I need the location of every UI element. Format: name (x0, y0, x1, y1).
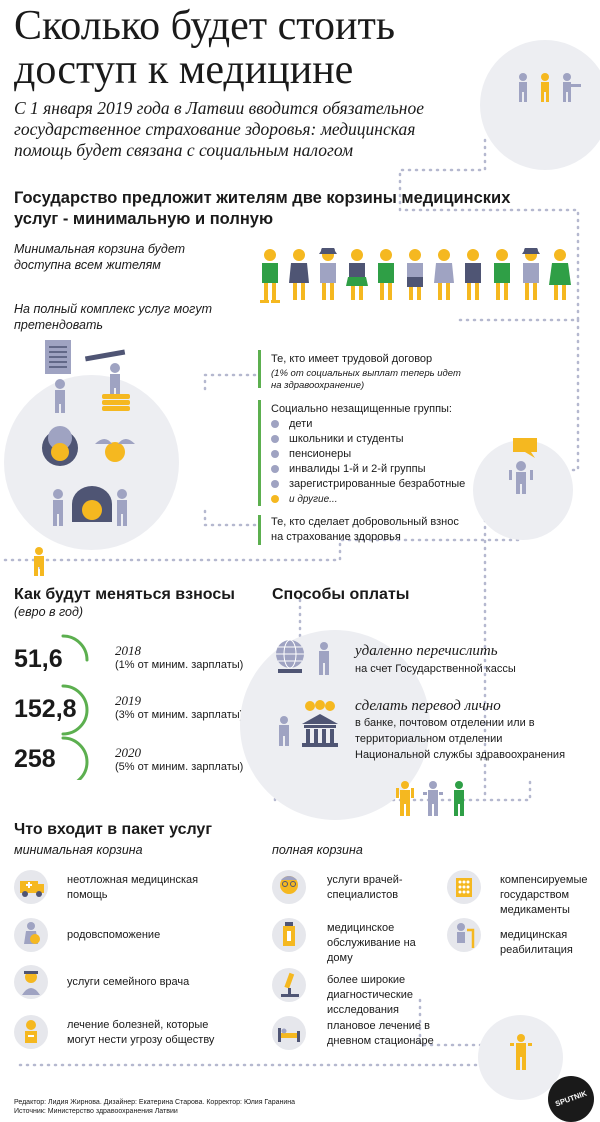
residents-row-icon (260, 248, 571, 303)
speaking-person-icon (509, 438, 537, 494)
service-childbirth: родовспоможение (67, 929, 161, 941)
service-rehabilitation: медицинская реабилитация (500, 929, 573, 956)
service-diagnostics: более широкие диагностические исследован… (327, 974, 413, 1016)
contract-title: Те, кто имеет трудовой договор (271, 353, 433, 365)
waving-person-icon (510, 1034, 532, 1070)
service-ambulance: неотложная медицинская помощь (67, 874, 199, 901)
bullet-icon (271, 420, 279, 429)
social-title: Социально незащищенные группы: (271, 403, 452, 415)
voluntary-title: Те, кто сделает добровольный взнос на ст… (271, 516, 459, 543)
social-item: и другие... (271, 492, 501, 507)
social-item: инвалиды 1-й и 2-й группы (271, 462, 501, 477)
contract-note: (1% от социальных выплат теперь идет на … (271, 368, 461, 391)
social-groups-icon (42, 426, 135, 466)
social-item: школьники и студенты (271, 432, 501, 447)
amount-2018: 51,6 (14, 645, 63, 673)
sputnik-logo: SPUTNIK (548, 1076, 594, 1122)
people-circle-illustration (480, 40, 600, 170)
year-info-2020: 2020(5% от миним. зарплаты) (115, 745, 244, 773)
rehab-icon (447, 918, 481, 952)
payment-heading: Способы оплаты (272, 586, 410, 603)
remote-payment-desc: на счет Государственной кассы (355, 663, 516, 675)
patient-icon (14, 1015, 48, 1049)
amount-2020: 258 (14, 745, 56, 773)
social-item: дети (271, 417, 501, 432)
bullet-icon (271, 480, 279, 489)
full-basket-label: полная корзина (272, 843, 363, 857)
voluntary-bar (258, 515, 261, 545)
year-info-2019: 2019(3% от миним. зарплаты) (115, 693, 244, 721)
pills-icon (447, 870, 481, 904)
amount-2019: 152,8 (14, 695, 77, 723)
three-people-icon (396, 781, 464, 816)
credits: Редактор: Лидия Жирнова. Дизайнер: Екате… (14, 1098, 295, 1116)
minimal-basket-note: Минимальная корзина будет доступна всем … (14, 242, 186, 272)
bed-icon (272, 1016, 306, 1050)
contribution-gauges (61, 634, 89, 780)
year-info-2018: 2018(1% от миним. зарплаты) (115, 643, 244, 671)
gauge-arc-2018 (61, 634, 89, 662)
services-heading: Что входит в пакет услуг (14, 821, 212, 838)
service-medicines: компенсируемые государством медикаменты (500, 874, 588, 916)
social-item: пенсионеры (271, 447, 501, 462)
microscope-icon (272, 968, 306, 1002)
voluntary-payment-icon (53, 486, 127, 526)
bank-office-icon (279, 700, 338, 747)
contributions-heading: Как будут меняться взносы (14, 586, 235, 603)
bullet-icon (271, 435, 279, 444)
service-day-hospital: плановое лечение в дневном стационаре (327, 1020, 434, 1047)
credits-line-2: Источник: Министерство здравоохранения Л… (14, 1108, 178, 1115)
service-dangerous-diseases: лечение болезней, которые могут нести уг… (67, 1019, 215, 1046)
social-item: зарегистрированные безработные (271, 477, 501, 492)
bullet-icon (271, 495, 279, 504)
service-home-care: медицинское обслуживание на дому (327, 922, 416, 964)
bullet-icon (271, 450, 279, 459)
social-bar (258, 400, 261, 506)
minimal-basket-label: минимальная корзина (14, 843, 143, 857)
doctor-icon (14, 965, 48, 999)
standing-people-icon (519, 73, 581, 102)
baskets-heading: Государство предложит жителям две корзин… (14, 189, 511, 228)
service-specialists: услуги врачей-специалистов (327, 874, 403, 901)
gauge-arc-2019 (61, 684, 89, 736)
bullet-icon (271, 465, 279, 474)
service-family-doctor: услуги семейного врача (67, 976, 190, 988)
credits-line-1: Редактор: Лидия Жирнова. Дизайнер: Екате… (14, 1099, 296, 1106)
home-care-icon (272, 918, 306, 952)
page-title: Сколько будет стоить доступ к медицине (14, 3, 396, 93)
contributions-unit: (евро в год) (14, 605, 84, 619)
remote-payment-title: удаленно перечислить (355, 643, 498, 659)
pregnant-icon (14, 918, 48, 952)
ambulance-icon (14, 870, 48, 904)
contract-bar (258, 350, 261, 388)
gauge-arc-2020 (61, 736, 89, 780)
yellow-person-icon (34, 547, 44, 576)
social-groups-list: дети школьники и студенты пенсионеры инв… (271, 417, 501, 507)
sputnik-logo-text: SPUTNIK (553, 1088, 588, 1109)
specialist-icon (272, 870, 306, 904)
full-basket-note: На полный комплекс услуг могут претендов… (14, 302, 212, 332)
lead-text: С 1 января 2019 года в Латвии вводится о… (14, 98, 424, 160)
contract-worker-icon (45, 340, 130, 413)
bottom-circle (478, 1015, 563, 1100)
remote-transfer-icon (276, 639, 329, 675)
personal-payment-title: сделать перевод лично (355, 698, 501, 714)
personal-payment-desc: в банке, почтовом отделении или в террит… (355, 717, 566, 761)
